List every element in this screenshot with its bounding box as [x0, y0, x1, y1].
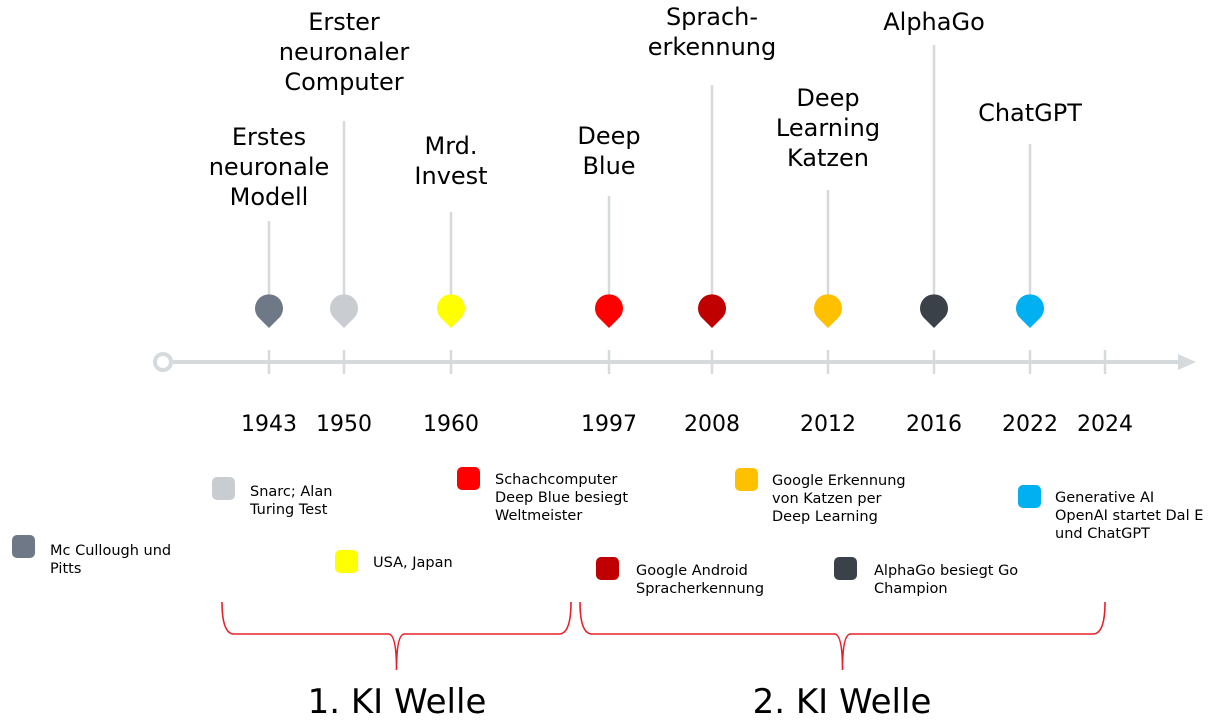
legend-swatch-icon: [596, 557, 619, 580]
legend-swatch-icon: [212, 477, 235, 500]
legend-text: von Katzen per: [772, 491, 882, 507]
year-label: 1943: [241, 412, 297, 437]
event-marker-icon: [595, 294, 623, 328]
ki-waves: 1. KI Welle 2. KI Welle: [221, 601, 1106, 721]
event-title: Invest: [414, 162, 487, 190]
event-title: Sprach-: [666, 3, 758, 31]
legend-swatch-icon: [1018, 485, 1041, 508]
event-title: Erster: [308, 8, 380, 36]
event-marker-icon: [920, 294, 949, 328]
event-title: Deep: [796, 84, 859, 112]
event-title: ChatGPT: [978, 99, 1082, 127]
year-label: 1960: [423, 412, 479, 437]
axis-start-icon: [153, 352, 173, 372]
event-title: neuronale: [209, 153, 330, 181]
wave-bracket: [221, 601, 572, 671]
event-title: Erstes: [232, 123, 306, 151]
axis-arrow-icon: [1178, 354, 1196, 370]
event-markers: [255, 294, 1045, 328]
legend-text: Mc Cullough und: [50, 543, 171, 559]
legend-swatch-icon: [834, 557, 857, 580]
year-label: 2016: [906, 412, 962, 437]
event-marker-icon: [814, 294, 842, 328]
legend-text: Deep Learning: [772, 509, 878, 525]
event-title: Learning: [776, 114, 880, 142]
legend-text: Spracherkennung: [636, 581, 764, 597]
legend-text: Deep Blue besiegt: [495, 490, 628, 506]
legend-text: Google Android: [636, 563, 748, 579]
year-label-end: 2024: [1077, 412, 1133, 437]
year-label: 2012: [800, 412, 856, 437]
legend-text: USA, Japan: [373, 555, 453, 571]
year-label: 2008: [684, 412, 740, 437]
legend-text: AlphaGo besiegt Go: [874, 563, 1018, 579]
event-title: AlphaGo: [883, 8, 985, 36]
event-title: erkennung: [648, 33, 777, 61]
event-title: Deep: [577, 122, 640, 150]
legend-text: Pitts: [50, 561, 81, 577]
event-title: Mrd.: [424, 132, 477, 160]
timeline-axis: [153, 350, 1196, 374]
legend-text: Snarc; Alan: [250, 484, 332, 500]
event-marker-icon: [1016, 294, 1045, 328]
event-stems: [267, 45, 1032, 303]
legend-text: Weltmeister: [495, 508, 582, 524]
event-marker-icon: [255, 294, 283, 328]
year-label: 1950: [316, 412, 372, 437]
event-title: neuronaler: [279, 38, 410, 66]
legend-swatch-icon: [735, 468, 758, 491]
legend-text: Turing Test: [249, 502, 328, 518]
legend-text: Google Erkennung: [772, 473, 906, 489]
legend-swatch-icon: [335, 550, 358, 573]
event-title: Modell: [230, 183, 309, 211]
event-title: Computer: [284, 68, 403, 96]
wave-label: 2. KI Welle: [753, 682, 932, 721]
year-label: 2022: [1002, 412, 1058, 437]
legend-swatch-icon: [12, 535, 35, 558]
year-labels: 1943 1950 1960 1997 2008 2012 2016 2022 2024: [241, 412, 1133, 437]
wave-bracket: [579, 601, 1106, 671]
wave-label: 1. KI Welle: [308, 682, 487, 721]
legend-swatch-icon: [457, 467, 480, 490]
legend-text: und ChatGPT: [1055, 526, 1150, 542]
event-marker-icon: [437, 294, 465, 328]
event-title: Blue: [582, 152, 635, 180]
legend-text: Generative AI: [1055, 490, 1154, 506]
year-label: 1997: [581, 412, 637, 437]
event-marker-icon: [698, 294, 726, 328]
event-title: Katzen: [787, 144, 869, 172]
legend-text: Champion: [874, 581, 948, 597]
legend-text: Schachcomputer: [495, 472, 617, 488]
legend-text: OpenAI startet Dal E: [1055, 508, 1203, 524]
event-marker-icon: [330, 294, 358, 328]
